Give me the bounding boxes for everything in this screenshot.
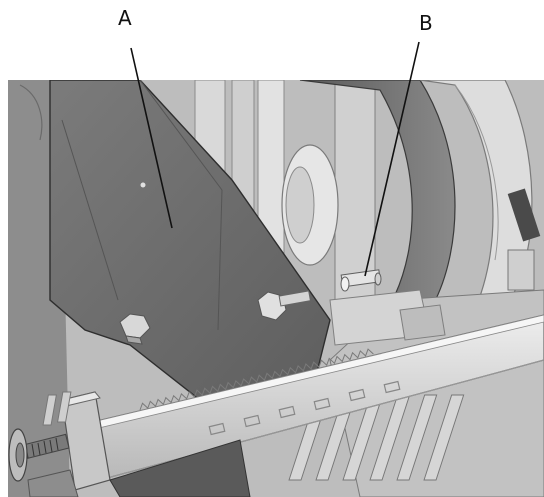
leader-line-b: [364, 41, 420, 277]
rail-engraving: [208, 380, 401, 436]
pin-b: [340, 269, 382, 292]
rail-teeth: [139, 348, 374, 411]
lower-left-plate: [109, 439, 251, 497]
hex-nut: [119, 313, 151, 345]
leader-line-a: [130, 47, 173, 229]
callout-label-b: B: [419, 11, 433, 35]
callout-label-a: A: [118, 6, 132, 30]
bolt: [257, 290, 311, 321]
adjusting-screw: [8, 428, 70, 482]
